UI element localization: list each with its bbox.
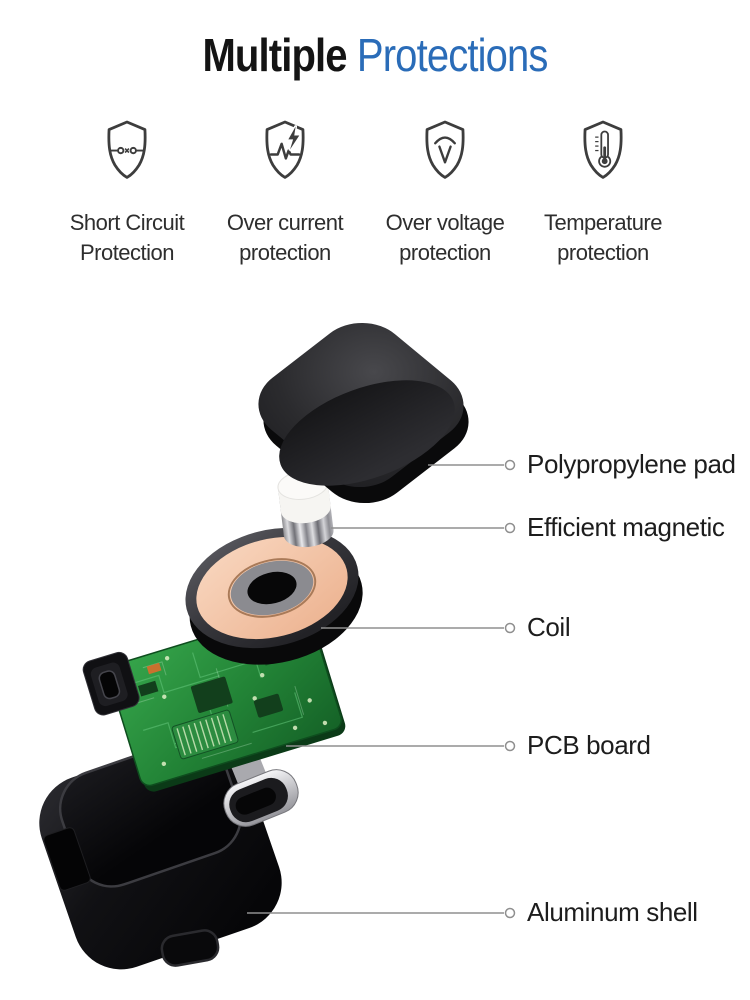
protection-label-line2: protection — [557, 240, 649, 265]
part-label-efficient-magnetic: Efficient magnetic — [527, 512, 725, 542]
polypropylene-pad — [258, 322, 469, 504]
coil — [185, 527, 363, 665]
protection-item-short-circuit: Short Circuit Protection — [51, 106, 203, 268]
usb-plug — [223, 750, 299, 827]
over-voltage-shield-icon — [425, 120, 465, 179]
short-circuit-glyph — [110, 146, 144, 155]
over-current-shield-icon — [265, 120, 305, 179]
protection-item-temperature: Temperature protection — [527, 106, 679, 268]
protection-label-line1: Short Circuit — [69, 210, 185, 235]
protection-label-line1: Over current — [226, 210, 344, 235]
protection-label-line1: Temperature — [543, 210, 663, 235]
orange-component — [146, 662, 162, 675]
exploded-view-diagram — [39, 322, 516, 970]
title-space — [347, 29, 357, 81]
voltage-glyph — [434, 136, 456, 164]
short-circuit-shield-icon — [107, 120, 147, 179]
protection-item-over-voltage: Over voltage protection — [369, 106, 521, 268]
thermometer-glyph — [595, 130, 612, 168]
protection-item-over-current: Over current protection — [209, 106, 361, 268]
temperature-shield-icon — [583, 120, 623, 179]
protection-label-line1: Over voltage — [385, 210, 505, 235]
leader-dot-shell — [504, 907, 516, 919]
protection-label-line2: Protection — [79, 240, 175, 265]
part-label-coil: Coil — [527, 612, 571, 642]
leader-lines — [247, 459, 516, 919]
protection-label-line2: protection — [239, 240, 331, 265]
pulse-glyph — [269, 142, 301, 160]
leader-dot-magnet — [504, 522, 516, 534]
title-word-protections: Protections — [356, 29, 549, 81]
usb-c-socket — [82, 651, 140, 716]
shell-side-cutout — [43, 827, 91, 891]
part-label-aluminum-shell: Aluminum shell — [527, 897, 698, 927]
part-label-polypropylene-pad: Polypropylene pad — [527, 449, 736, 479]
title-word-multiple: Multiple — [202, 29, 347, 81]
shield-can-fins — [171, 709, 239, 760]
leader-dot-pcb — [504, 740, 516, 752]
shell-front-cutout — [160, 929, 220, 967]
page-title: Multiple Protections — [49, 28, 702, 82]
part-label-pcb-board: PCB board — [527, 730, 651, 760]
protection-label-line2: protection — [399, 240, 491, 265]
leader-dot-pad — [504, 459, 516, 471]
lightning-bolt-glyph — [286, 125, 301, 151]
leader-dot-coil — [504, 622, 516, 634]
pad-dish — [279, 380, 455, 486]
